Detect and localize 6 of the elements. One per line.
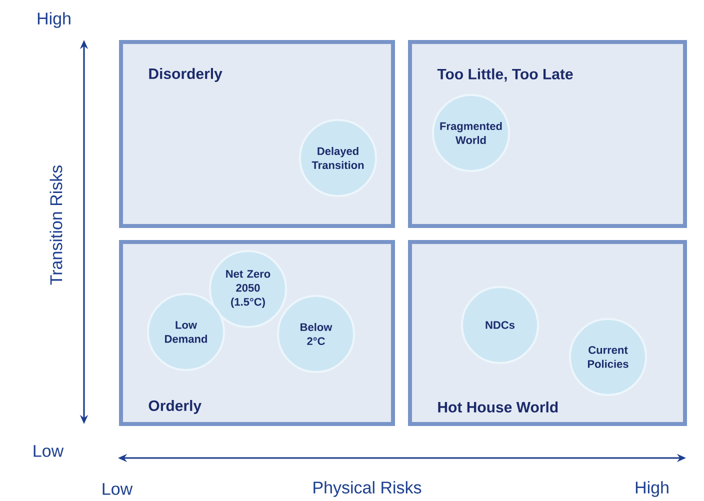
- axis-label: Low: [34, 445, 64, 457]
- axis-label: High: [38, 12, 70, 28]
- axis-title: Physical Risks: [314, 481, 422, 497]
- axis-label: High: [636, 481, 668, 497]
- axis-label: Low: [102, 483, 133, 495]
- axis-title: Transition Risks: [50, 166, 62, 285]
